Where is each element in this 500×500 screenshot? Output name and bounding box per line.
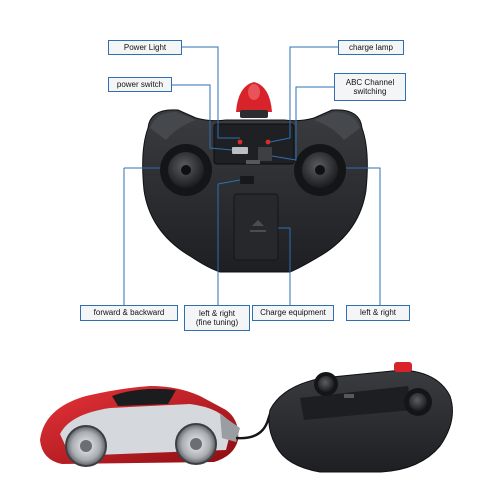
fine-tune-button	[240, 176, 254, 184]
callout-lines	[123, 46, 381, 305]
power-led	[237, 139, 243, 145]
label-left-right-fine: left & right (fine tuning)	[184, 305, 250, 331]
label-abc-channel: ABC Channel switching	[334, 73, 406, 101]
car-windshield	[112, 388, 176, 406]
label-charge-equipment: Charge equipment	[252, 305, 334, 321]
label-charge-lamp: charge lamp	[338, 40, 404, 55]
label-left-right-text: left & right	[359, 308, 396, 318]
label-forward-backward-text: forward & backward	[93, 308, 165, 318]
rc-car	[40, 386, 240, 467]
label-abc-channel-text: ABC Channel switching	[345, 77, 395, 96]
side-antenna	[394, 362, 412, 372]
label-power-switch: power switch	[108, 77, 172, 92]
label-forward-backward: forward & backward	[80, 305, 178, 321]
charge-led	[265, 139, 271, 145]
abc-switch	[258, 147, 272, 161]
label-power-light: Power Light	[108, 40, 182, 55]
label-power-light-text: Power Light	[123, 42, 167, 52]
remote-controller	[142, 82, 368, 273]
label-charge-lamp-text: charge lamp	[348, 42, 394, 52]
charge-cover	[233, 193, 279, 261]
controller-side-view	[268, 362, 453, 473]
label-charge-equipment-text: Charge equipment	[260, 308, 326, 318]
label-power-switch-text: power switch	[116, 79, 164, 89]
label-left-right-fine-text: left & right (fine tuning)	[195, 308, 239, 327]
label-left-right: left & right	[346, 305, 410, 321]
